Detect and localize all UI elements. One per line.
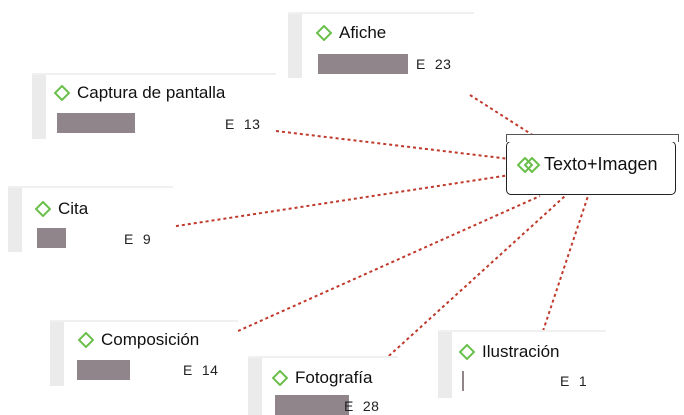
node-strip	[8, 186, 22, 252]
node-strip	[288, 12, 302, 78]
connector-composicion	[237, 195, 541, 332]
diamond-icon	[35, 201, 51, 217]
node-edge	[438, 330, 606, 332]
node-label: Captura de pantalla	[77, 83, 226, 102]
count-bar	[37, 228, 66, 248]
node-title: Afiche	[316, 23, 386, 43]
node-label: Composición	[101, 330, 200, 349]
diamond-icon	[54, 85, 70, 101]
node-edge	[288, 12, 474, 14]
node-edge	[8, 186, 173, 188]
node-label: Afiche	[339, 23, 387, 42]
count-bar	[275, 395, 349, 415]
connector-captura	[275, 130, 511, 160]
central-node-texto-imagen[interactable]: Texto+Imagen	[506, 134, 679, 195]
central-node-label: Texto+Imagen	[544, 154, 658, 174]
double-diamond-icon	[517, 156, 541, 173]
count-bar	[57, 113, 135, 133]
node-title: Cita	[35, 199, 88, 219]
node-label: Fotografía	[295, 368, 373, 387]
node-strip	[50, 320, 64, 386]
count-bar	[462, 371, 464, 391]
diamond-icon	[316, 25, 332, 41]
node-label: Ilustración	[482, 342, 560, 361]
diamond-icon	[272, 370, 288, 386]
count-bar	[318, 54, 408, 74]
node-label: Cita	[58, 199, 89, 218]
central-node-tab	[506, 134, 679, 142]
connector-ilustracion	[542, 195, 589, 332]
connector-cita	[169, 174, 511, 228]
diamond-icon	[459, 344, 475, 360]
node-edge	[248, 356, 398, 358]
node-title: Ilustración	[459, 342, 559, 362]
node-edge	[32, 73, 276, 75]
count-bar	[77, 360, 130, 380]
node-edge	[50, 320, 238, 322]
central-node-title: Texto+Imagen	[517, 154, 658, 175]
node-title: Fotografía	[272, 368, 373, 388]
node-strip	[248, 356, 262, 415]
node-strip	[32, 73, 46, 139]
node-title: Composición	[78, 330, 199, 350]
diamond-icon	[78, 332, 94, 348]
node-title: Captura de pantalla	[54, 83, 225, 103]
node-strip	[438, 330, 452, 398]
